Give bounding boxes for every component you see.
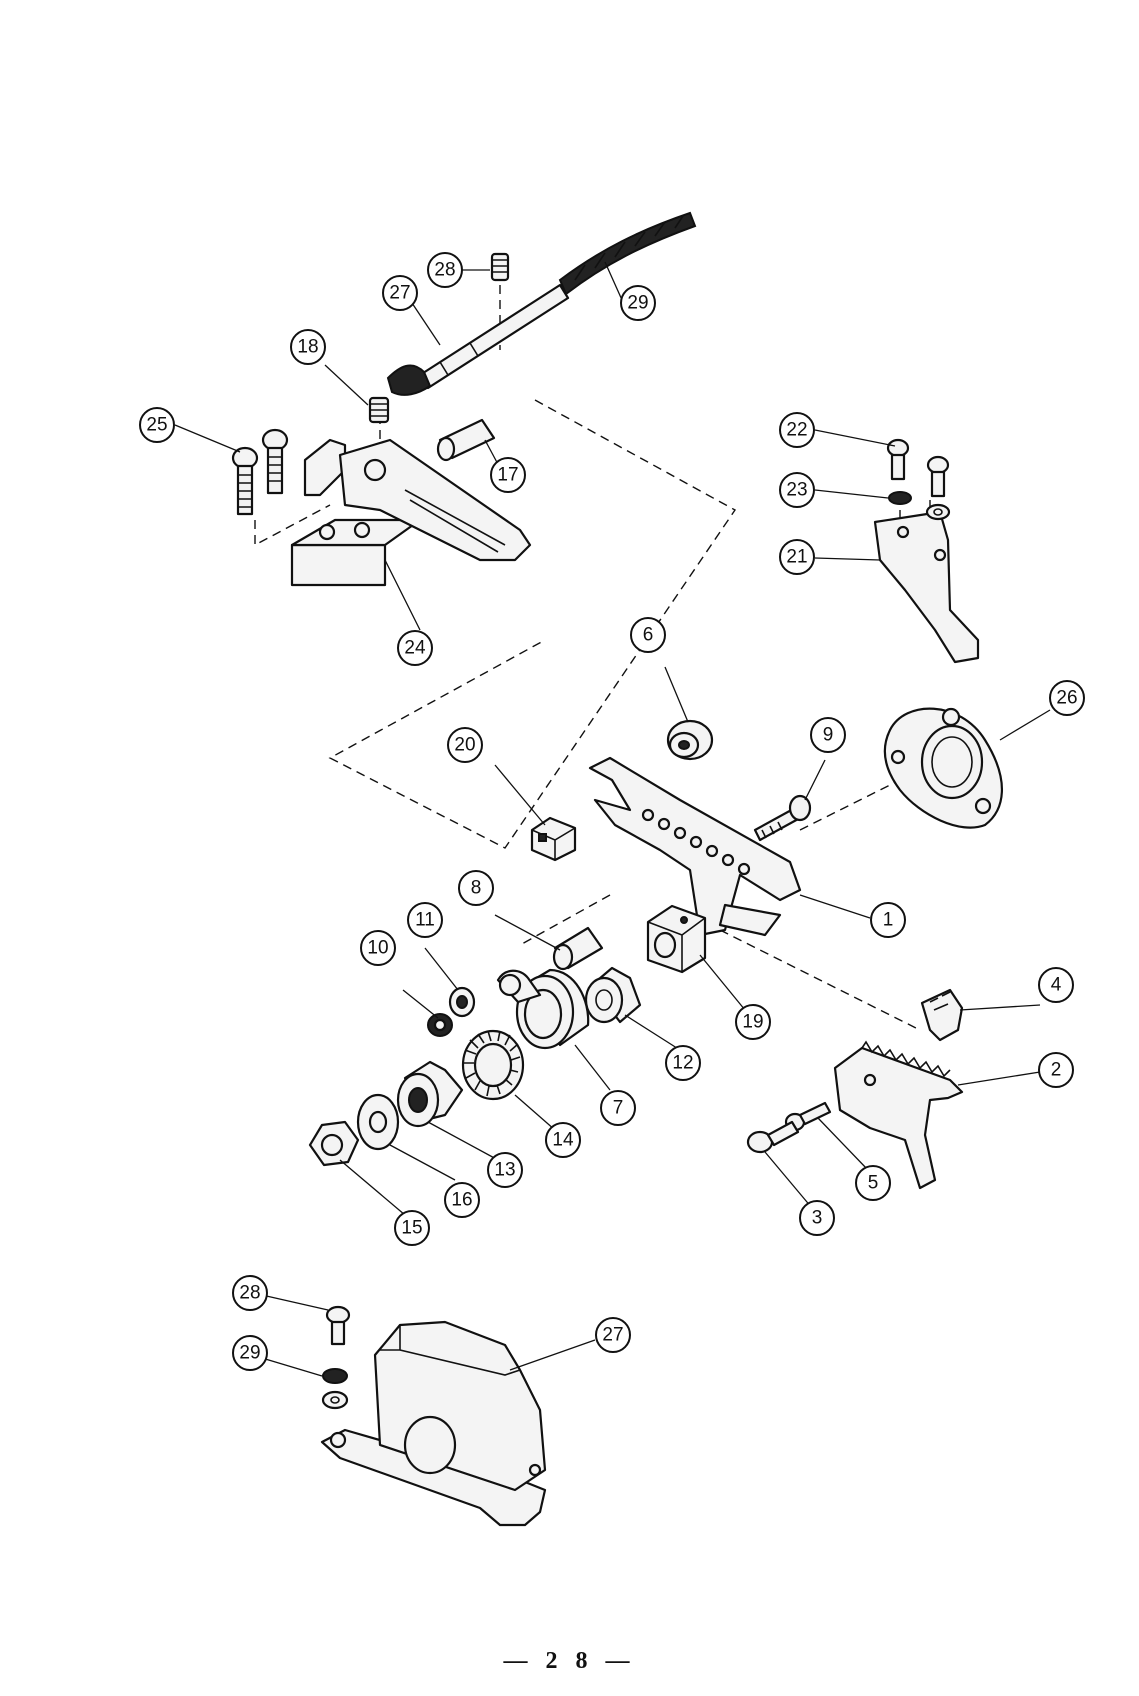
callout-20: 20 bbox=[448, 728, 482, 762]
feed-bar-part-1 bbox=[590, 758, 800, 935]
callout-3-label: 3 bbox=[812, 1208, 823, 1229]
callout-28-top-label: 28 bbox=[434, 260, 455, 281]
callout-15-label: 15 bbox=[401, 1218, 422, 1239]
callout-21-label: 21 bbox=[786, 547, 807, 568]
callout-9-label: 9 bbox=[823, 725, 834, 746]
bearing-part-13 bbox=[398, 1062, 462, 1126]
callout-10-label: 10 bbox=[367, 938, 388, 959]
callout-6: 6 bbox=[631, 618, 665, 652]
callout-2: 2 bbox=[1039, 1053, 1073, 1087]
callout-29-top-label: 29 bbox=[627, 293, 648, 314]
block-part-19 bbox=[648, 906, 705, 972]
washers-part-29-bottom bbox=[323, 1369, 347, 1408]
callout-20-label: 20 bbox=[454, 735, 475, 756]
callout-26-label: 26 bbox=[1056, 688, 1077, 709]
screws-part-22 bbox=[888, 440, 948, 496]
callout-12: 12 bbox=[666, 1046, 700, 1080]
callout-8: 8 bbox=[459, 871, 493, 905]
callout-28-top: 28 bbox=[428, 253, 462, 287]
callout-12-label: 12 bbox=[672, 1053, 693, 1074]
callout-4: 4 bbox=[1039, 968, 1073, 1002]
callout-18: 18 bbox=[291, 330, 325, 364]
callout-11: 11 bbox=[408, 903, 442, 937]
callout-5-label: 5 bbox=[868, 1173, 879, 1194]
callout-27-top: 27 bbox=[383, 276, 417, 310]
callout-14-label: 14 bbox=[552, 1130, 574, 1151]
washer-part-11 bbox=[450, 988, 474, 1016]
callout-23-label: 23 bbox=[786, 480, 807, 501]
callout-17: 17 bbox=[491, 458, 525, 492]
callout-7: 7 bbox=[601, 1091, 635, 1125]
callout-8-label: 8 bbox=[471, 878, 482, 899]
feed-dog-part-4 bbox=[922, 990, 962, 1040]
callout-24: 24 bbox=[398, 631, 432, 665]
callout-16-label: 16 bbox=[451, 1190, 472, 1211]
callout-13: 13 bbox=[488, 1153, 522, 1187]
set-screw-part-18 bbox=[370, 398, 388, 422]
screw-part-3 bbox=[748, 1122, 798, 1152]
eccentric-part-7 bbox=[498, 970, 588, 1048]
cover-part-27-bottom bbox=[322, 1322, 545, 1525]
callout-24-label: 24 bbox=[404, 638, 426, 659]
callout-27-top-label: 27 bbox=[389, 283, 410, 304]
needle-bearing-part-14 bbox=[463, 1031, 523, 1099]
callout-13-label: 13 bbox=[494, 1160, 515, 1181]
screws-part-25 bbox=[233, 430, 287, 514]
callout-4-label: 4 bbox=[1051, 975, 1062, 996]
callout-3: 3 bbox=[800, 1201, 834, 1235]
callout-25: 25 bbox=[140, 408, 174, 442]
callout-23: 23 bbox=[780, 473, 814, 507]
callout-11-label: 11 bbox=[415, 910, 435, 931]
collar-part-12 bbox=[586, 968, 640, 1022]
callout-27-bottom-label: 27 bbox=[602, 1325, 623, 1346]
screw-part-28-bottom bbox=[327, 1307, 349, 1344]
callout-28-bottom: 28 bbox=[233, 1276, 267, 1310]
callout-26: 26 bbox=[1050, 681, 1084, 715]
bushing-part-6 bbox=[668, 721, 712, 759]
page-number: — 2 8 — bbox=[0, 1648, 1139, 1675]
callout-2-label: 2 bbox=[1051, 1060, 1062, 1081]
feed-dog-part-2 bbox=[835, 1042, 962, 1188]
pin-part-8 bbox=[554, 928, 602, 969]
callout-21: 21 bbox=[780, 540, 814, 574]
assembly-guide-lines bbox=[255, 270, 930, 1030]
callout-9: 9 bbox=[811, 718, 845, 752]
callout-1: 1 bbox=[871, 903, 905, 937]
callout-6-label: 6 bbox=[643, 625, 654, 646]
callout-29-bottom-label: 29 bbox=[239, 1343, 260, 1364]
callout-29-top: 29 bbox=[621, 286, 655, 320]
nut-part-10 bbox=[428, 1014, 452, 1036]
callout-19: 19 bbox=[736, 1005, 770, 1039]
callout-10: 10 bbox=[361, 931, 395, 965]
plate-part-21 bbox=[875, 512, 978, 662]
callout-22: 22 bbox=[780, 413, 814, 447]
callout-27-bottom: 27 bbox=[596, 1318, 630, 1352]
callout-28-bottom-label: 28 bbox=[239, 1283, 260, 1304]
nut-part-15 bbox=[310, 1122, 358, 1165]
callout-5: 5 bbox=[856, 1166, 890, 1200]
callout-17-label: 17 bbox=[497, 465, 518, 486]
callout-15: 15 bbox=[395, 1211, 429, 1245]
callout-22-label: 22 bbox=[786, 420, 807, 441]
callout-25-label: 25 bbox=[146, 415, 167, 436]
callout-18-label: 18 bbox=[297, 337, 318, 358]
set-screw-part-28-top bbox=[492, 254, 508, 280]
flange-part-26 bbox=[885, 709, 1002, 828]
callout-14: 14 bbox=[546, 1123, 580, 1157]
callout-19-label: 19 bbox=[742, 1012, 763, 1033]
callout-1-label: 1 bbox=[883, 910, 894, 931]
callout-7-label: 7 bbox=[613, 1098, 624, 1119]
callout-29-bottom: 29 bbox=[233, 1336, 267, 1370]
bracket-part-24 bbox=[292, 440, 530, 585]
washer-part-16 bbox=[358, 1095, 398, 1149]
block-part-20 bbox=[532, 818, 575, 860]
rod-part-27 bbox=[420, 285, 568, 388]
callout-16: 16 bbox=[445, 1183, 479, 1217]
screw-part-9 bbox=[755, 796, 810, 840]
